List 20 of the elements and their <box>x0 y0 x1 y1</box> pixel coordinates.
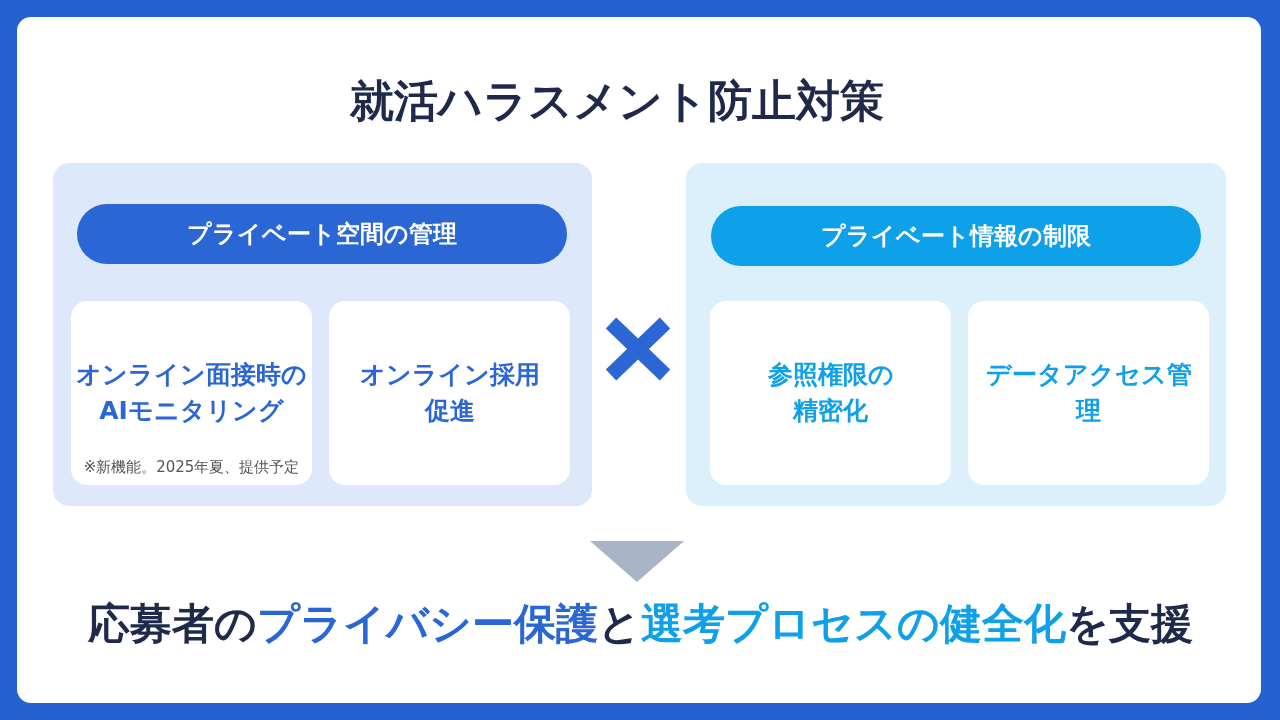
group-panel <box>686 163 1226 506</box>
footnote: ※新機能。2025年夏、提供予定 <box>82 458 301 477</box>
down-arrow <box>590 541 684 582</box>
feature-label: オンライン面接時のAIモニタリング <box>75 358 308 427</box>
feature-label: データアクセス管理 <box>984 358 1193 427</box>
group-panel <box>53 163 592 506</box>
highlighted-phrase: プライバシー保護 <box>256 599 598 648</box>
feature-card <box>329 301 570 485</box>
category-pill: プライベート空間の管理 <box>77 204 567 264</box>
feature-card <box>968 301 1209 485</box>
summary-text: 応募者の <box>87 599 257 648</box>
feature-label: オンライン採用促進 <box>358 358 541 427</box>
feature-card <box>710 301 951 485</box>
feature-label: 参照権限の精密化 <box>766 358 895 427</box>
summary-text: を支援 <box>1065 599 1193 648</box>
summary-text: と <box>597 599 641 648</box>
feature-card <box>71 301 312 485</box>
highlighted-phrase: 選考プロセスの健全化 <box>640 599 1066 648</box>
title: 就活ハラスメント防止対策 <box>350 74 884 128</box>
category-pill: プライベート情報の制限 <box>711 206 1201 266</box>
